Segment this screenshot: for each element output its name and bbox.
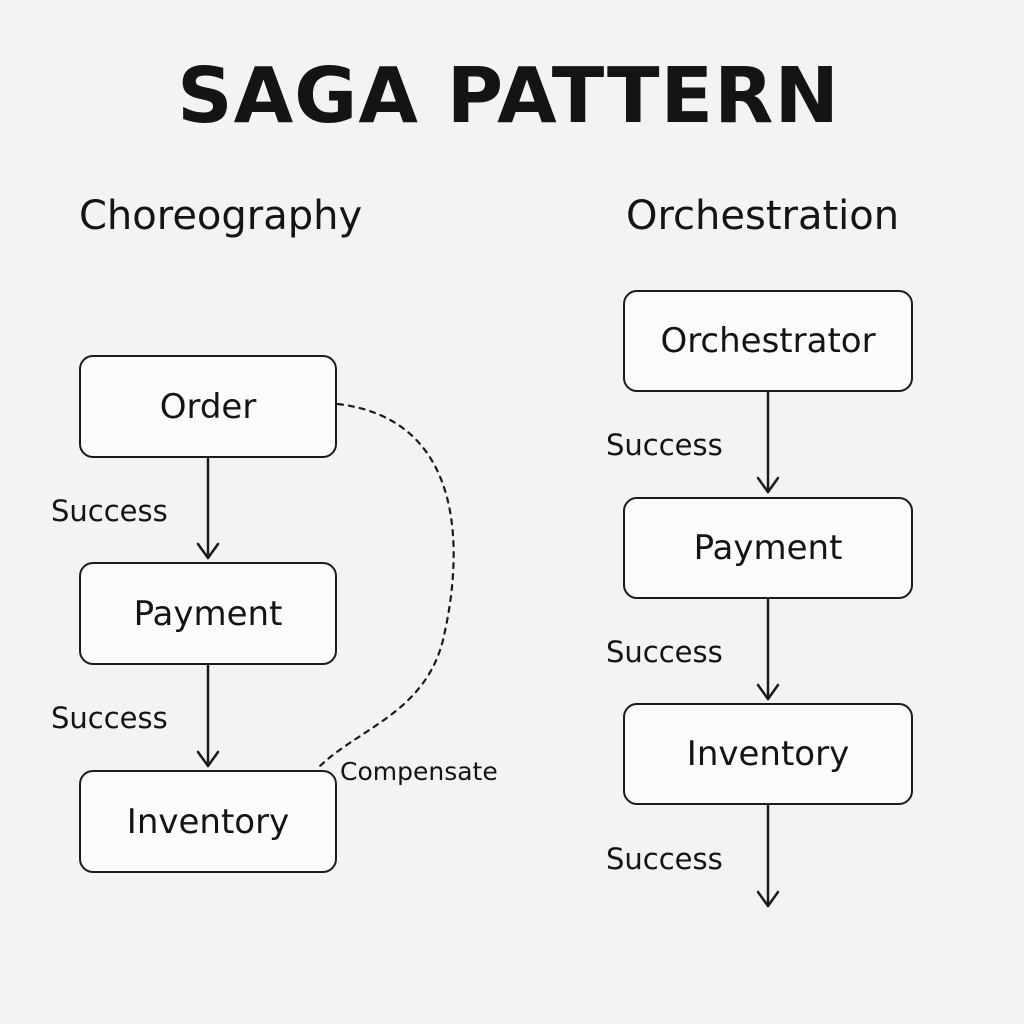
orchestration-node-inventory: Inventory — [623, 703, 913, 805]
choreography-arrow-payment-to-inventory — [196, 664, 220, 768]
orchestration-arrow-payment-to-inventory — [756, 598, 780, 701]
choreography-arrow-order-to-payment — [196, 457, 220, 560]
page-title: SAGA PATTERN — [177, 52, 840, 141]
orchestration-heading: Orchestration — [626, 193, 900, 239]
choreography-node-inventory: Inventory — [79, 770, 337, 873]
choreography-node-payment: Payment — [79, 562, 337, 665]
orchestration-edge-label-success-2: Success — [606, 635, 723, 669]
orchestration-arrow-inventory-out — [756, 804, 780, 908]
orchestration-arrow-orchestrator-to-payment — [756, 391, 780, 494]
choreography-node-order: Order — [79, 355, 337, 458]
compensate-label: Compensate — [340, 757, 498, 786]
compensate-dashed-connector — [318, 402, 455, 768]
orchestration-node-payment: Payment — [623, 497, 913, 599]
choreography-edge-label-success-1: Success — [51, 494, 168, 528]
choreography-edge-label-success-2: Success — [51, 701, 168, 735]
orchestration-edge-label-success-1: Success — [606, 428, 723, 462]
orchestration-edge-label-success-3: Success — [606, 842, 723, 876]
choreography-heading: Choreography — [79, 193, 363, 239]
orchestration-node-orchestrator: Orchestrator — [623, 290, 913, 392]
